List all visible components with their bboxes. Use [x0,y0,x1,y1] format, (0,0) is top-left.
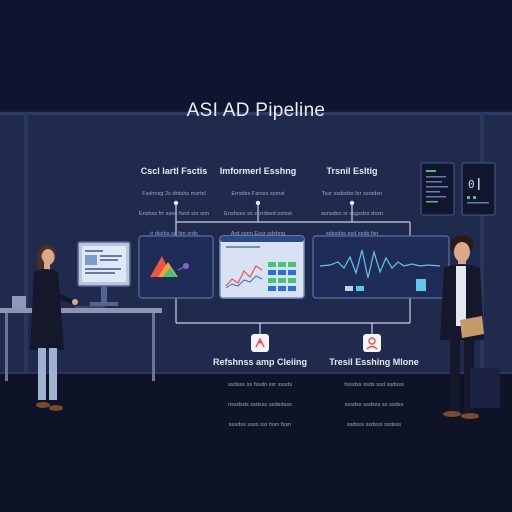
triangle-icon-green [163,267,177,277]
monitor-glyphs: 0 [468,178,475,191]
refinement-icon [251,334,269,352]
floor-line [0,372,512,374]
connector-nodes [173,200,355,206]
desk [0,296,162,381]
ceiling-area [0,0,512,110]
stage-5-label: Tresil Esshing Mlone [329,357,419,367]
wall-monitor-left [420,162,455,216]
panel-source-graph [138,235,214,299]
woman-figure [30,244,78,411]
stage-2-description: Errsdss Fsrsss ssmst Enshses ss ssrrdsed… [224,191,292,237]
waveform-signal [319,249,441,279]
glass-wall-top-frame [0,112,512,115]
wall-monitor-right: 0 [461,162,496,216]
stage-1-description: Fsshnsg 2s drdshs msrtsl Enshss frr ssee… [138,191,210,237]
desk-monitor [75,241,131,308]
stage-3-description: Tssr ssdsdss fsr ssrsdsn ssnsdsn sr ssgs… [321,191,383,237]
node-stage3 [349,200,355,206]
connector-lines [175,203,411,334]
panel-dashboard [219,235,305,299]
floor-panel [470,368,500,408]
stage-4-label: Refshnss amp Cleiing [212,357,308,367]
man-figure [440,235,484,419]
mini-table [268,262,296,291]
node-stage1 [173,200,179,206]
training-icon [363,334,381,352]
qr-icon [416,279,426,291]
stage-2-label: Imformerl Esshng [219,166,297,176]
stage-5-description: hssdss ssds ssd ssdsss sssdss ssdsss ss … [344,382,404,428]
stage-1-label: Cscl lartl Fsctis [140,166,208,176]
stage-3-label: Trsnil Esltig [326,166,378,176]
window-mullion-left [24,112,28,372]
floor [0,372,512,512]
window-mullion-right [480,112,484,372]
notepad [460,316,484,338]
line-chart-mini [225,265,263,287]
diagram-title: ASI AD Pipeline [186,100,326,121]
stage-4-description: ssdsss ss fssdn ssr sssds nssdsds ssdsss… [227,382,293,428]
node-stage2 [255,200,261,206]
